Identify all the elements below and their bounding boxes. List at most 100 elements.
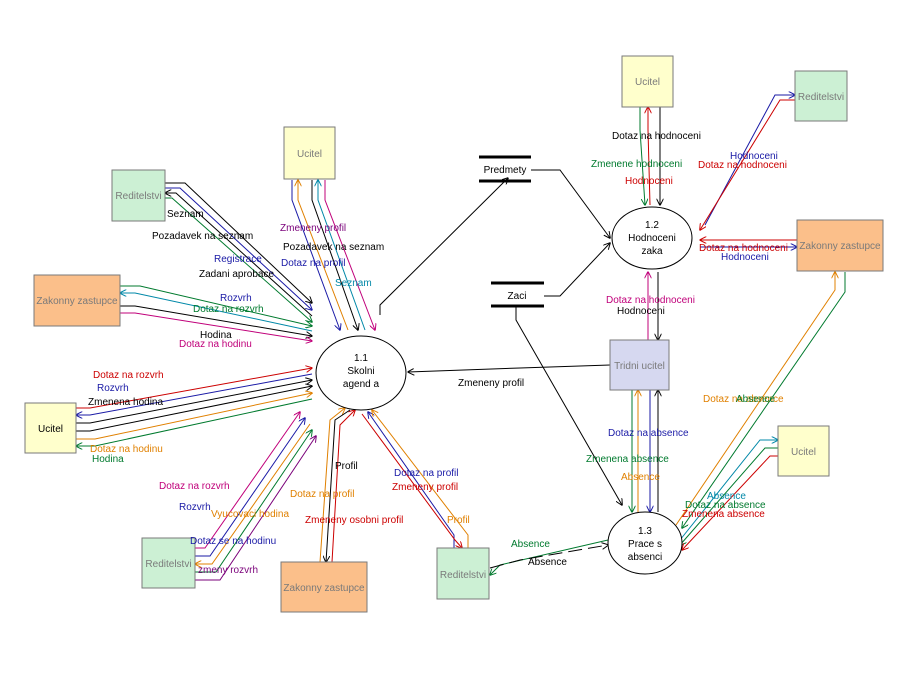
entity-ucitel-top-right: Ucitel [621,55,674,108]
entity-zakonny-bottom: Zakonny zastupce [280,561,368,613]
flow-label: Zmeneny profil [392,482,458,493]
data-store-predmety: Predmety [479,155,531,183]
flow-label: Absence [736,394,775,405]
flow-line [682,272,846,528]
flow-line [195,423,311,564]
flow-label: Dotaz na hodnoceni [698,160,787,171]
flow-label: Dotaz na absence [685,500,766,511]
flow-line [361,413,462,548]
store-label-predmety: Predmety [484,165,527,176]
entity-reditelstvi-bottom-left: Reditelstvi [141,537,196,589]
flow-label: Hodina [92,454,124,465]
flow-label: Hodnoceni [721,252,769,263]
flow-labels: Seznam Pozadavek na seznam Registrace Za… [88,131,788,576]
entity-reditelstvi-bottom-mid: Reditelstvi [436,547,490,600]
flow-line [372,410,469,548]
flow-line [379,178,508,315]
process-name-line2: absenci [628,552,662,563]
flow-line [291,180,340,330]
flow-label: Hodnoceni [730,151,778,162]
process-1-2: 1.2 Hodnoceni zaka [611,206,693,270]
flow-line [76,393,312,440]
flow-label: Profil [447,515,470,526]
flow-label: Dotaz na profil [290,489,354,500]
entity-label: Zakonny zastupce [36,296,118,307]
process-name-line1: Hodnoceni [628,233,676,244]
flow-label: zmeny rozvrh [198,565,258,576]
flow-line [648,107,650,206]
flow-line [311,180,358,330]
entity-label: Reditelstvi [145,559,191,570]
flow-line [165,182,312,303]
flow-label: Zmenena hodina [88,397,163,408]
entity-label: Zakonny zastupce [799,241,881,252]
flow-label: Seznam [167,209,204,220]
flow-line [331,410,355,563]
flow-line [368,412,455,548]
entity-label: Reditelstvi [440,570,486,581]
flow-label: Dotaz na hodinu [179,339,252,350]
flow-line [704,95,795,226]
entity-ucitel-top: Ucitel [283,126,336,180]
flow-line [120,293,313,332]
flow-line [120,305,312,336]
flow-line [326,409,351,562]
store-label-zaci: Zaci [508,291,527,302]
flow-label: Absence [528,557,567,568]
flow-line [195,436,316,581]
flow-line [298,180,349,331]
flow-label: Dotaz na rozvrh [193,304,264,315]
entity-label: Ucitel [635,77,660,88]
entity-label: Ucitel [297,149,322,160]
flow-line [76,386,312,432]
flow-line [120,285,312,326]
flow-label: Rozvrh [97,383,129,394]
flow-line [639,107,645,205]
flow-label: Dotaz na rozvrh [93,370,164,381]
flow-label: Zmenene hodnoceni [591,159,682,170]
flow-label: Zmeneny profil [458,378,524,389]
flow-line [682,455,778,550]
process-number: 1.1 [354,353,368,364]
flow-label: Hodnoceni [617,306,665,317]
flow-label: Rozvrh [179,502,211,513]
flow-line [324,180,375,330]
flow-label: Registrace [214,254,262,265]
flow-label: Zmenena absence [682,509,765,520]
flow-line [679,440,778,541]
flow-label: Zmeneny osobni profil [305,515,403,526]
flow-label: Dotaz na hodnoceni [606,295,695,306]
flow-line [675,272,835,526]
entity-tridni-ucitel: Tridni ucitel [609,339,670,391]
process-name-line2: zaka [641,246,663,257]
process-number: 1.2 [645,220,659,231]
flow-label: Vyucovaci hodina [211,509,289,520]
flow-label: Zmenena absence [586,454,669,465]
flow-line [165,197,312,322]
flow-line [165,187,312,310]
entity-zakonny-right: Zakonny zastupce [796,219,884,272]
process-number: 1.3 [638,526,652,537]
flow-label: Hodnoceni [625,176,673,187]
flow-line [515,307,622,505]
flow-label: Dotaz se na hodinu [190,536,276,547]
flow-label: Dotaz na hodnoceni [612,131,701,142]
flow-lines [76,95,846,581]
flow-label: Dotaz na absence [703,394,784,405]
entity-label: Reditelstvi [798,92,844,103]
flow-line [195,412,300,549]
process-1-3: 1.3 Prace s absenci [607,511,683,575]
flow-label: Absence [707,491,746,502]
flow-label: Dotaz na hodnoceni [699,243,788,254]
process-1-1: 1.1 Skolni agend a [315,335,407,411]
entity-label: Tridni ucitel [614,361,665,372]
entity-label: Ucitel [38,424,63,435]
flow-label: Pozadavek na seznam [152,231,253,242]
entity-ucitel-right: Ucitel [777,425,830,477]
flow-line [408,364,611,372]
flow-line [76,373,313,415]
flow-label: Dotaz na rozvrh [159,481,230,492]
process-name-line2: agend a [343,379,380,390]
flow-label: Dotaz na profil [281,258,345,269]
